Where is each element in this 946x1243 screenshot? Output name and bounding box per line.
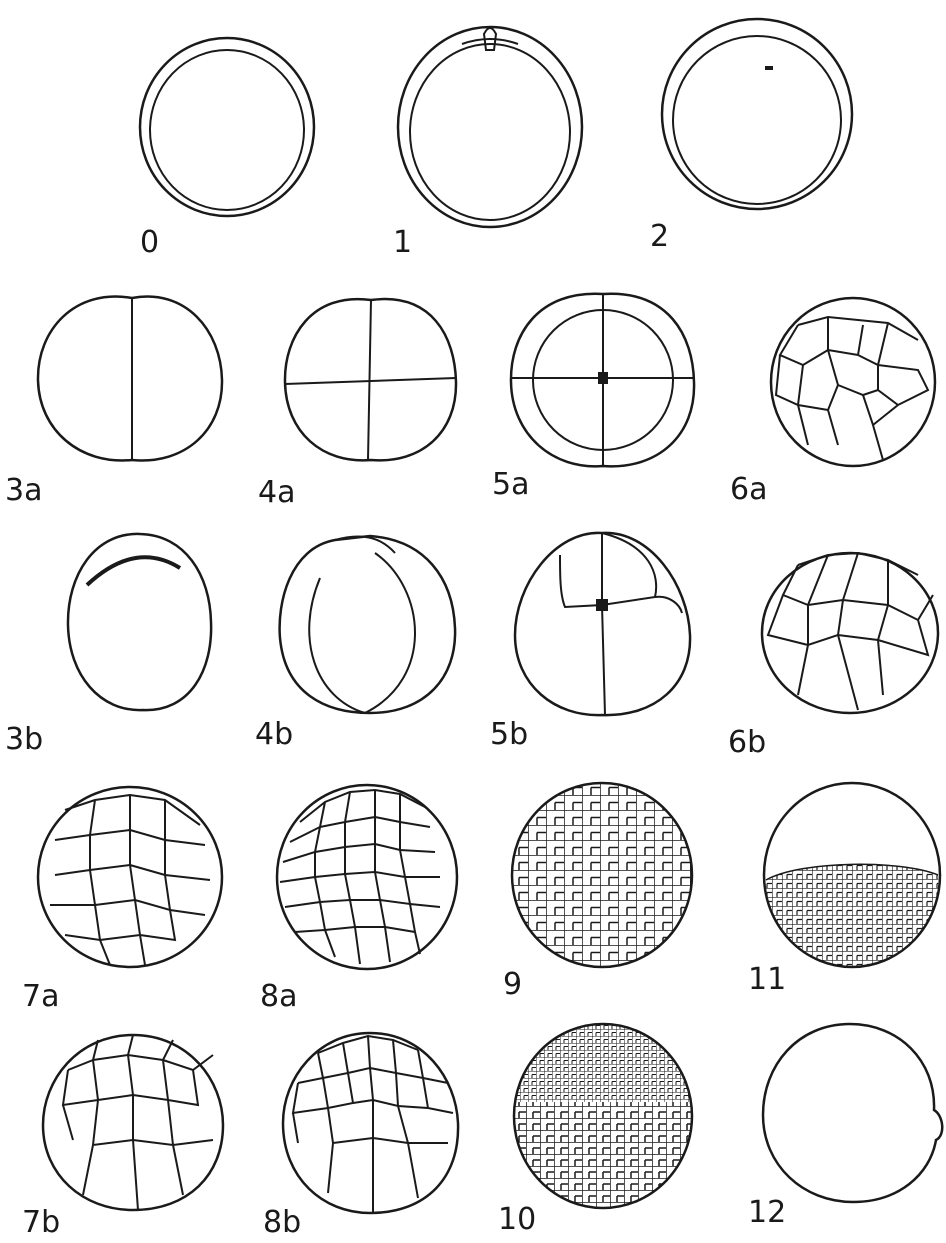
- stage-4b-drawing: [275, 528, 460, 718]
- stage-3a-embryo: [35, 290, 225, 465]
- stage-3b-label: 3b: [5, 725, 43, 755]
- stage-1-drawing: [390, 20, 590, 230]
- stage-11-drawing: [762, 780, 942, 970]
- stage-4a-embryo: [282, 292, 460, 467]
- stage-4a-label: 4a: [258, 478, 295, 508]
- stage-6a-embryo: [768, 295, 938, 470]
- stage-5a-embryo: [508, 290, 698, 472]
- stage-10-drawing: [512, 1022, 694, 1210]
- stage-6b-drawing: [758, 545, 943, 715]
- stage-12-embryo: [758, 1020, 943, 1205]
- stage-0-egg: [135, 35, 255, 155]
- stage-1-label: 1: [393, 228, 412, 258]
- stage-8b-embryo: [278, 1028, 463, 1218]
- stage-3a-label: 3a: [5, 476, 42, 506]
- stage-5b-drawing: [510, 525, 695, 720]
- stage-8a-label: 8a: [260, 982, 297, 1012]
- stage-8a-embryo: [275, 782, 460, 972]
- stage-3a-drawing: [35, 290, 225, 465]
- stage-7b-drawing: [38, 1030, 228, 1215]
- stage-5a-label: 5a: [492, 470, 529, 500]
- stage-12-drawing: [758, 1020, 943, 1205]
- stage-0-label: 0: [140, 228, 159, 258]
- stage-9-label: 9: [503, 970, 522, 1000]
- stage-4a-drawing: [282, 292, 460, 467]
- stage-5a-drawing: [508, 290, 698, 472]
- stage-6b-label: 6b: [728, 728, 766, 758]
- stage-10-label: 10: [498, 1205, 536, 1235]
- stage-3b-embryo: [65, 530, 215, 715]
- stage-1-egg: [390, 20, 590, 230]
- stage-8b-drawing: [278, 1028, 463, 1218]
- stage-5b-embryo: [510, 525, 695, 720]
- stage-5b-label: 5b: [490, 720, 528, 750]
- stage-6a-drawing: [768, 295, 938, 470]
- stage-4b-label: 4b: [255, 720, 293, 750]
- stage-11-embryo: [762, 780, 942, 970]
- stage-2-label: 2: [650, 222, 669, 252]
- stage-4b-embryo: [275, 528, 460, 718]
- stage-7a-embryo: [35, 785, 225, 970]
- stage-2-egg: [655, 12, 860, 217]
- stage-2-drawing: [655, 12, 860, 217]
- stage-11-label: 11: [748, 965, 786, 995]
- stage-6a-label: 6a: [730, 475, 767, 505]
- stage-12-label: 12: [748, 1198, 786, 1228]
- stage-7b-label: 7b: [22, 1208, 60, 1238]
- stage-0-drawing: [135, 35, 255, 155]
- stage-6b-embryo: [758, 545, 943, 715]
- stage-8a-drawing: [275, 782, 460, 972]
- stage-7b-embryo: [38, 1030, 228, 1215]
- stage-9-drawing: [510, 780, 695, 970]
- stage-3b-drawing: [65, 530, 215, 715]
- stage-7a-label: 7a: [22, 982, 59, 1012]
- stage-8b-label: 8b: [263, 1208, 301, 1238]
- stage-9-embryo: [510, 780, 695, 970]
- stage-7a-drawing: [35, 785, 225, 970]
- stage-10-embryo: [512, 1022, 694, 1210]
